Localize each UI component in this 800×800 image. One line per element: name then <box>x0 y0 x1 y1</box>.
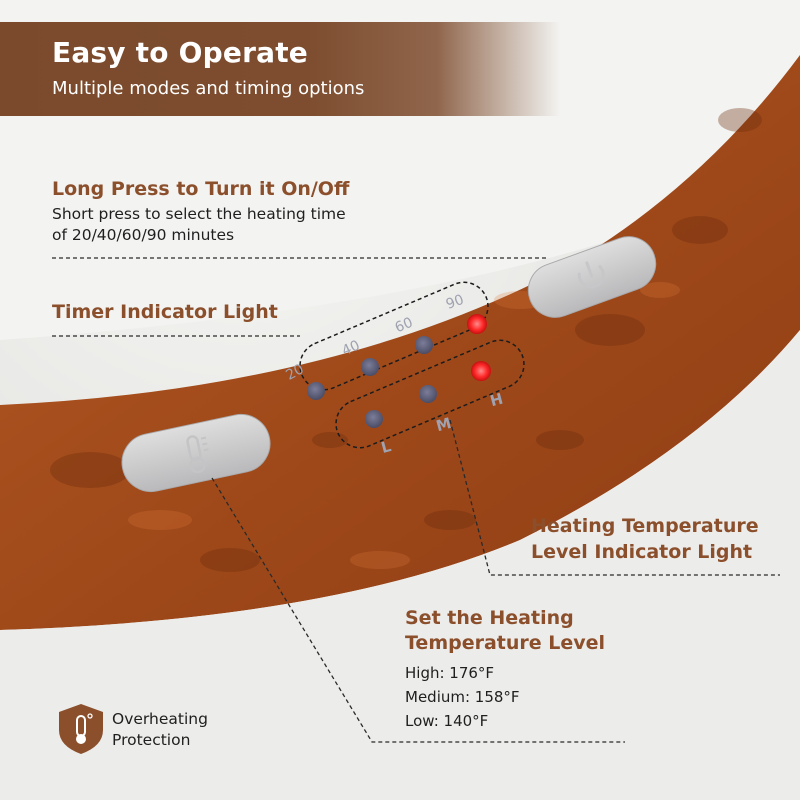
timer-led-20 <box>307 382 325 400</box>
temperature-button[interactable] <box>117 409 276 497</box>
timer-led-40 <box>361 358 379 376</box>
spec-low: Low: 140°F <box>405 712 489 730</box>
temp-label-medium: M <box>434 414 453 435</box>
timer-heading: Timer Indicator Light <box>52 301 278 323</box>
spec-high: High: 176°F <box>405 664 495 682</box>
power-desc-line1: Short press to select the heating time <box>52 205 346 223</box>
timer-label-90: 90 <box>444 292 466 313</box>
temp-indicator-heading-line1: Heating Temperature <box>531 515 759 537</box>
temp-led-high <box>471 361 491 381</box>
temp-label-high: H <box>488 390 505 411</box>
temp-level-heading-line1: Set the Heating <box>405 607 574 629</box>
power-icon <box>577 261 605 289</box>
power-heading: Long Press to Turn it On/Off <box>52 178 350 200</box>
device-base <box>0 330 800 800</box>
timer-led-90 <box>467 314 487 334</box>
power-button[interactable] <box>521 229 664 325</box>
badge-line2: Protection <box>112 731 191 749</box>
banner-subtitle: Multiple modes and timing options <box>52 78 365 99</box>
timer-label-40: 40 <box>340 338 363 360</box>
timer-led-group-outline <box>299 281 489 391</box>
temp-led-medium <box>419 385 437 403</box>
wood-grain <box>50 108 762 572</box>
wood-ring-band <box>0 55 800 630</box>
badge-line1: Overheating <box>112 710 208 728</box>
power-desc-line2: of 20/40/60/90 minutes <box>52 226 235 244</box>
temp-indicator-callout-line <box>449 419 780 576</box>
callout-lines <box>52 257 780 743</box>
shield-thermometer-icon <box>59 704 103 754</box>
temp-led-low <box>365 410 383 428</box>
timer-label-20: 20 <box>283 361 306 383</box>
temp-level-heading-line2: Temperature Level <box>405 632 606 654</box>
spec-medium: Medium: 158°F <box>405 688 520 706</box>
header-banner <box>0 22 560 116</box>
temp-indicator-heading-line2: Level Indicator Light <box>531 541 753 563</box>
overheating-protection-label: Overheating Protection <box>112 709 208 751</box>
thermometer-icon <box>186 435 209 474</box>
temp-level-callout-line <box>211 477 625 743</box>
temp-led-group-outline <box>335 339 525 449</box>
timer-label-60: 60 <box>393 315 416 337</box>
banner-title: Easy to Operate <box>52 36 308 69</box>
timer-led-60 <box>415 336 433 354</box>
